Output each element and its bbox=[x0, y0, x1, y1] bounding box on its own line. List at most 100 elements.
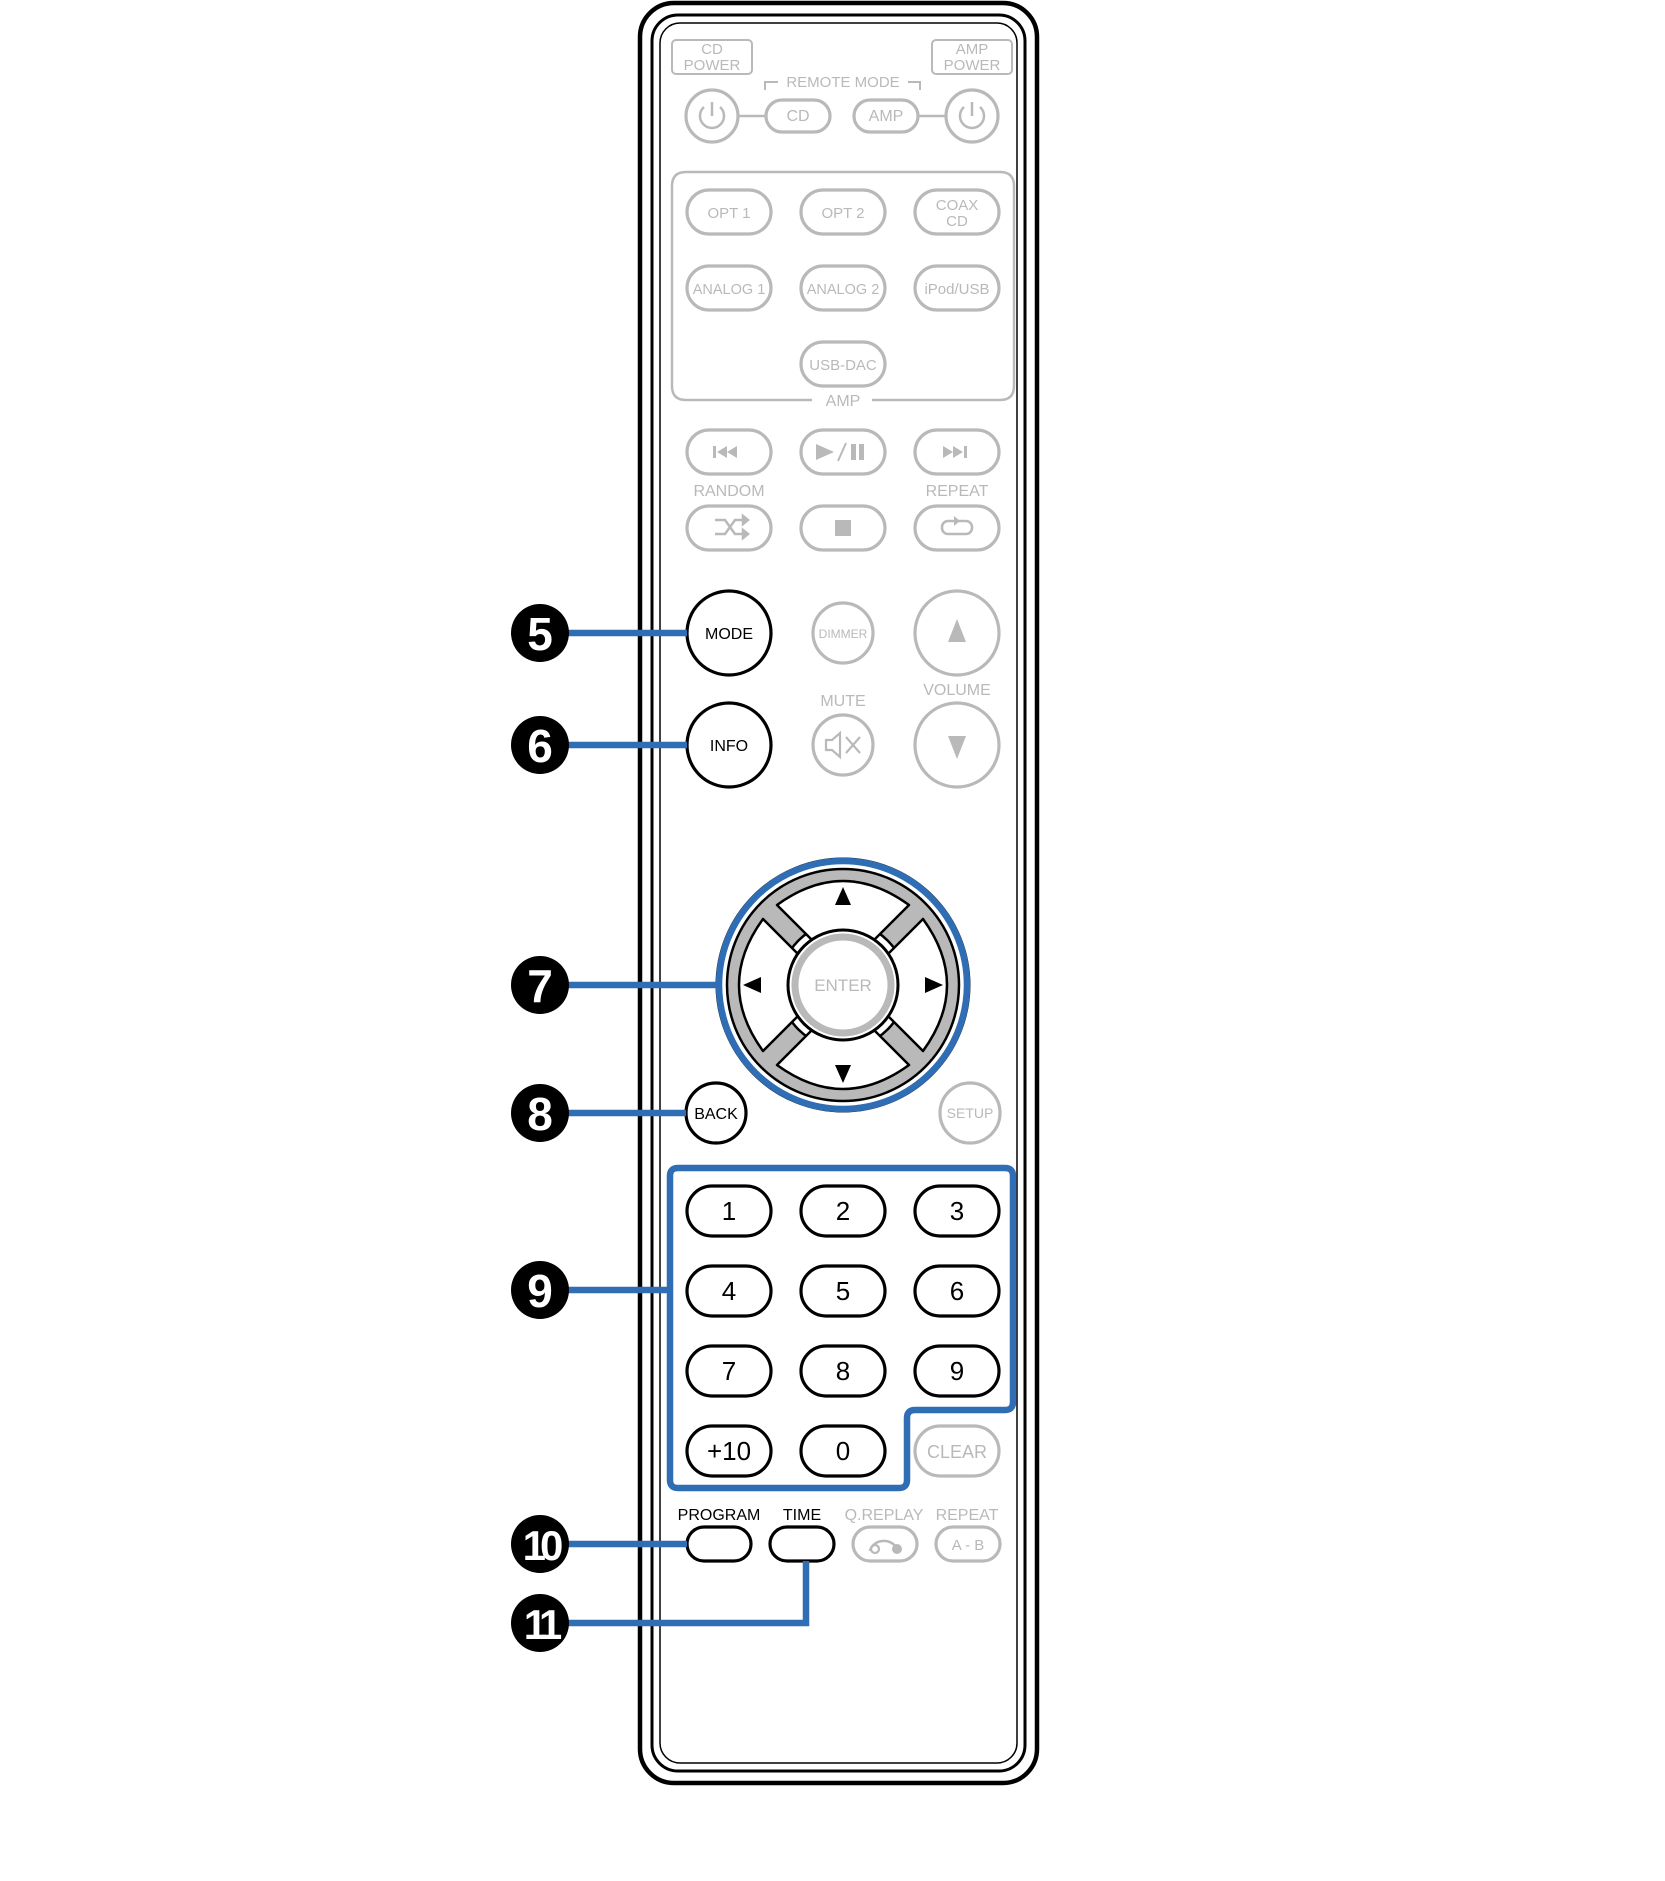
info-label: INFO bbox=[710, 738, 748, 755]
callout-lines bbox=[567, 629, 1017, 1627]
qreplay-icon bbox=[868, 1539, 902, 1555]
random-label: RANDOM bbox=[693, 483, 764, 500]
number-key-label: 6 bbox=[950, 1276, 964, 1306]
number-key-1[interactable]: 1 bbox=[685, 1184, 773, 1238]
number-key-4[interactable]: 4 bbox=[685, 1264, 773, 1318]
remote-mode-cd-button[interactable]: CD bbox=[764, 98, 832, 134]
number-key-2[interactable]: 2 bbox=[799, 1184, 887, 1238]
remote-mode-cd-label: CD bbox=[786, 108, 809, 125]
coax-cd-button[interactable]: COAX CD bbox=[913, 188, 1001, 236]
callout-number: 11 bbox=[524, 1601, 562, 1648]
skip-back-button[interactable] bbox=[685, 428, 773, 476]
info-button[interactable]: INFO bbox=[685, 701, 773, 789]
triangle-down-icon bbox=[948, 736, 966, 759]
ipod-usb-button[interactable]: iPod/USB bbox=[913, 264, 1001, 312]
stop-button[interactable] bbox=[799, 504, 887, 552]
usb-dac-label: USB-DAC bbox=[809, 357, 877, 374]
cd-power-button[interactable] bbox=[684, 88, 740, 144]
back-setup-row: BACK SETUP bbox=[684, 1081, 1002, 1145]
number-key-label: 3 bbox=[950, 1196, 964, 1226]
number-key-8[interactable]: 8 bbox=[799, 1344, 887, 1398]
coax-label-line2: CD bbox=[946, 213, 968, 230]
opt2-button[interactable]: OPT 2 bbox=[799, 188, 887, 236]
repeat-ab-label: REPEAT bbox=[936, 1507, 999, 1524]
mute-label: MUTE bbox=[820, 693, 865, 710]
time-button[interactable] bbox=[768, 1525, 836, 1563]
volume-up-button[interactable] bbox=[913, 589, 1001, 677]
shuffle-icon bbox=[715, 513, 751, 541]
opt1-button[interactable]: OPT 1 bbox=[685, 188, 773, 236]
power-icon bbox=[698, 102, 726, 130]
number-key-label: 2 bbox=[836, 1196, 850, 1226]
repeat-button[interactable] bbox=[913, 504, 1001, 552]
number-key-label: 8 bbox=[836, 1356, 850, 1386]
amp-group-label: AMP bbox=[826, 393, 861, 410]
clear-button[interactable]: CLEAR bbox=[913, 1424, 1001, 1478]
analog1-button[interactable]: ANALOG 1 bbox=[685, 264, 773, 312]
number-key-label: 5 bbox=[836, 1276, 850, 1306]
number-key-3[interactable]: 3 bbox=[913, 1184, 1001, 1238]
usb-dac-button[interactable]: USB-DAC bbox=[799, 340, 887, 388]
program-label: PROGRAM bbox=[678, 1507, 761, 1524]
remote-mode-label: REMOTE MODE bbox=[786, 74, 899, 91]
coax-label-line1: COAX bbox=[936, 197, 979, 214]
ipod-usb-label: iPod/USB bbox=[924, 281, 989, 298]
stop-icon bbox=[835, 520, 851, 536]
amp-power-label-line1: AMP bbox=[956, 41, 989, 58]
play-pause-icon bbox=[816, 442, 864, 462]
dimmer-label: DIMMER bbox=[819, 627, 868, 641]
analog2-button[interactable]: ANALOG 2 bbox=[799, 264, 887, 312]
setup-button[interactable]: SETUP bbox=[938, 1081, 1002, 1145]
input-group: AMP OPT 1 OPT 2 COAX CD ANALOG 1 ANALOG … bbox=[670, 170, 1016, 410]
number-key-label: 7 bbox=[722, 1356, 736, 1386]
remote-mode-amp-label: AMP bbox=[869, 108, 904, 125]
bottom-row: PROGRAM TIME Q.REPLAY REPEAT A - B bbox=[678, 1507, 1002, 1563]
remote-mode-amp-button[interactable]: AMP bbox=[852, 98, 920, 134]
number-key-label: 4 bbox=[722, 1276, 736, 1306]
amp-power-label-line2: POWER bbox=[944, 57, 1001, 74]
arrow-down-icon bbox=[835, 1065, 851, 1083]
callout-number: 10 bbox=[523, 1522, 562, 1569]
number-key-6[interactable]: 6 bbox=[913, 1264, 1001, 1318]
mode-label: MODE bbox=[705, 626, 753, 643]
top-section: CD POWER AMP POWER REMOTE MODE CD AMP bbox=[671, 39, 1013, 144]
amp-power-button[interactable] bbox=[944, 88, 1000, 144]
callout-number: 9 bbox=[527, 1265, 553, 1317]
repeat-ab-button-label: A - B bbox=[952, 1537, 985, 1554]
number-key-7[interactable]: 7 bbox=[685, 1344, 773, 1398]
repeat-label: REPEAT bbox=[926, 483, 989, 500]
random-button[interactable] bbox=[685, 504, 773, 552]
analog2-label: ANALOG 2 bbox=[807, 282, 880, 298]
callout-number: 5 bbox=[527, 608, 553, 660]
mute-button[interactable] bbox=[811, 713, 875, 777]
dimmer-button[interactable]: DIMMER bbox=[811, 601, 875, 665]
mode-button[interactable]: MODE bbox=[685, 589, 773, 677]
program-button[interactable] bbox=[685, 1525, 753, 1563]
skip-forward-button[interactable] bbox=[913, 428, 1001, 476]
opt2-label: OPT 2 bbox=[821, 205, 864, 222]
number-pad: 1 2 3 4 5 6 7 8 bbox=[685, 1184, 1001, 1478]
number-key-label: 9 bbox=[950, 1356, 964, 1386]
number-key-9[interactable]: 9 bbox=[913, 1344, 1001, 1398]
callout-number: 7 bbox=[527, 960, 553, 1012]
volume-down-button[interactable] bbox=[913, 701, 1001, 789]
time-label: TIME bbox=[783, 1507, 821, 1524]
triangle-up-icon bbox=[948, 619, 966, 642]
number-key-0[interactable]: 0 bbox=[799, 1424, 887, 1478]
arrow-up-icon bbox=[835, 887, 851, 905]
qreplay-button[interactable] bbox=[851, 1525, 919, 1563]
callout-badge-7: 7 bbox=[511, 956, 569, 1014]
enter-button[interactable]: ENTER bbox=[786, 928, 900, 1042]
repeat-ab-button[interactable]: A - B bbox=[934, 1525, 1002, 1563]
middle-section: MODE DIMMER MUTE VOLUME INFO bbox=[685, 589, 1001, 789]
enter-label: ENTER bbox=[814, 976, 872, 995]
back-button[interactable]: BACK bbox=[684, 1081, 748, 1145]
callout-badge-9: 9 bbox=[511, 1261, 569, 1319]
arrow-right-icon bbox=[925, 977, 943, 993]
number-key-5[interactable]: 5 bbox=[799, 1264, 887, 1318]
play-pause-button[interactable] bbox=[799, 428, 887, 476]
skip-back-icon bbox=[713, 446, 737, 458]
number-key-plus10[interactable]: +10 bbox=[685, 1424, 773, 1478]
amp-power-label-box bbox=[931, 39, 1013, 75]
